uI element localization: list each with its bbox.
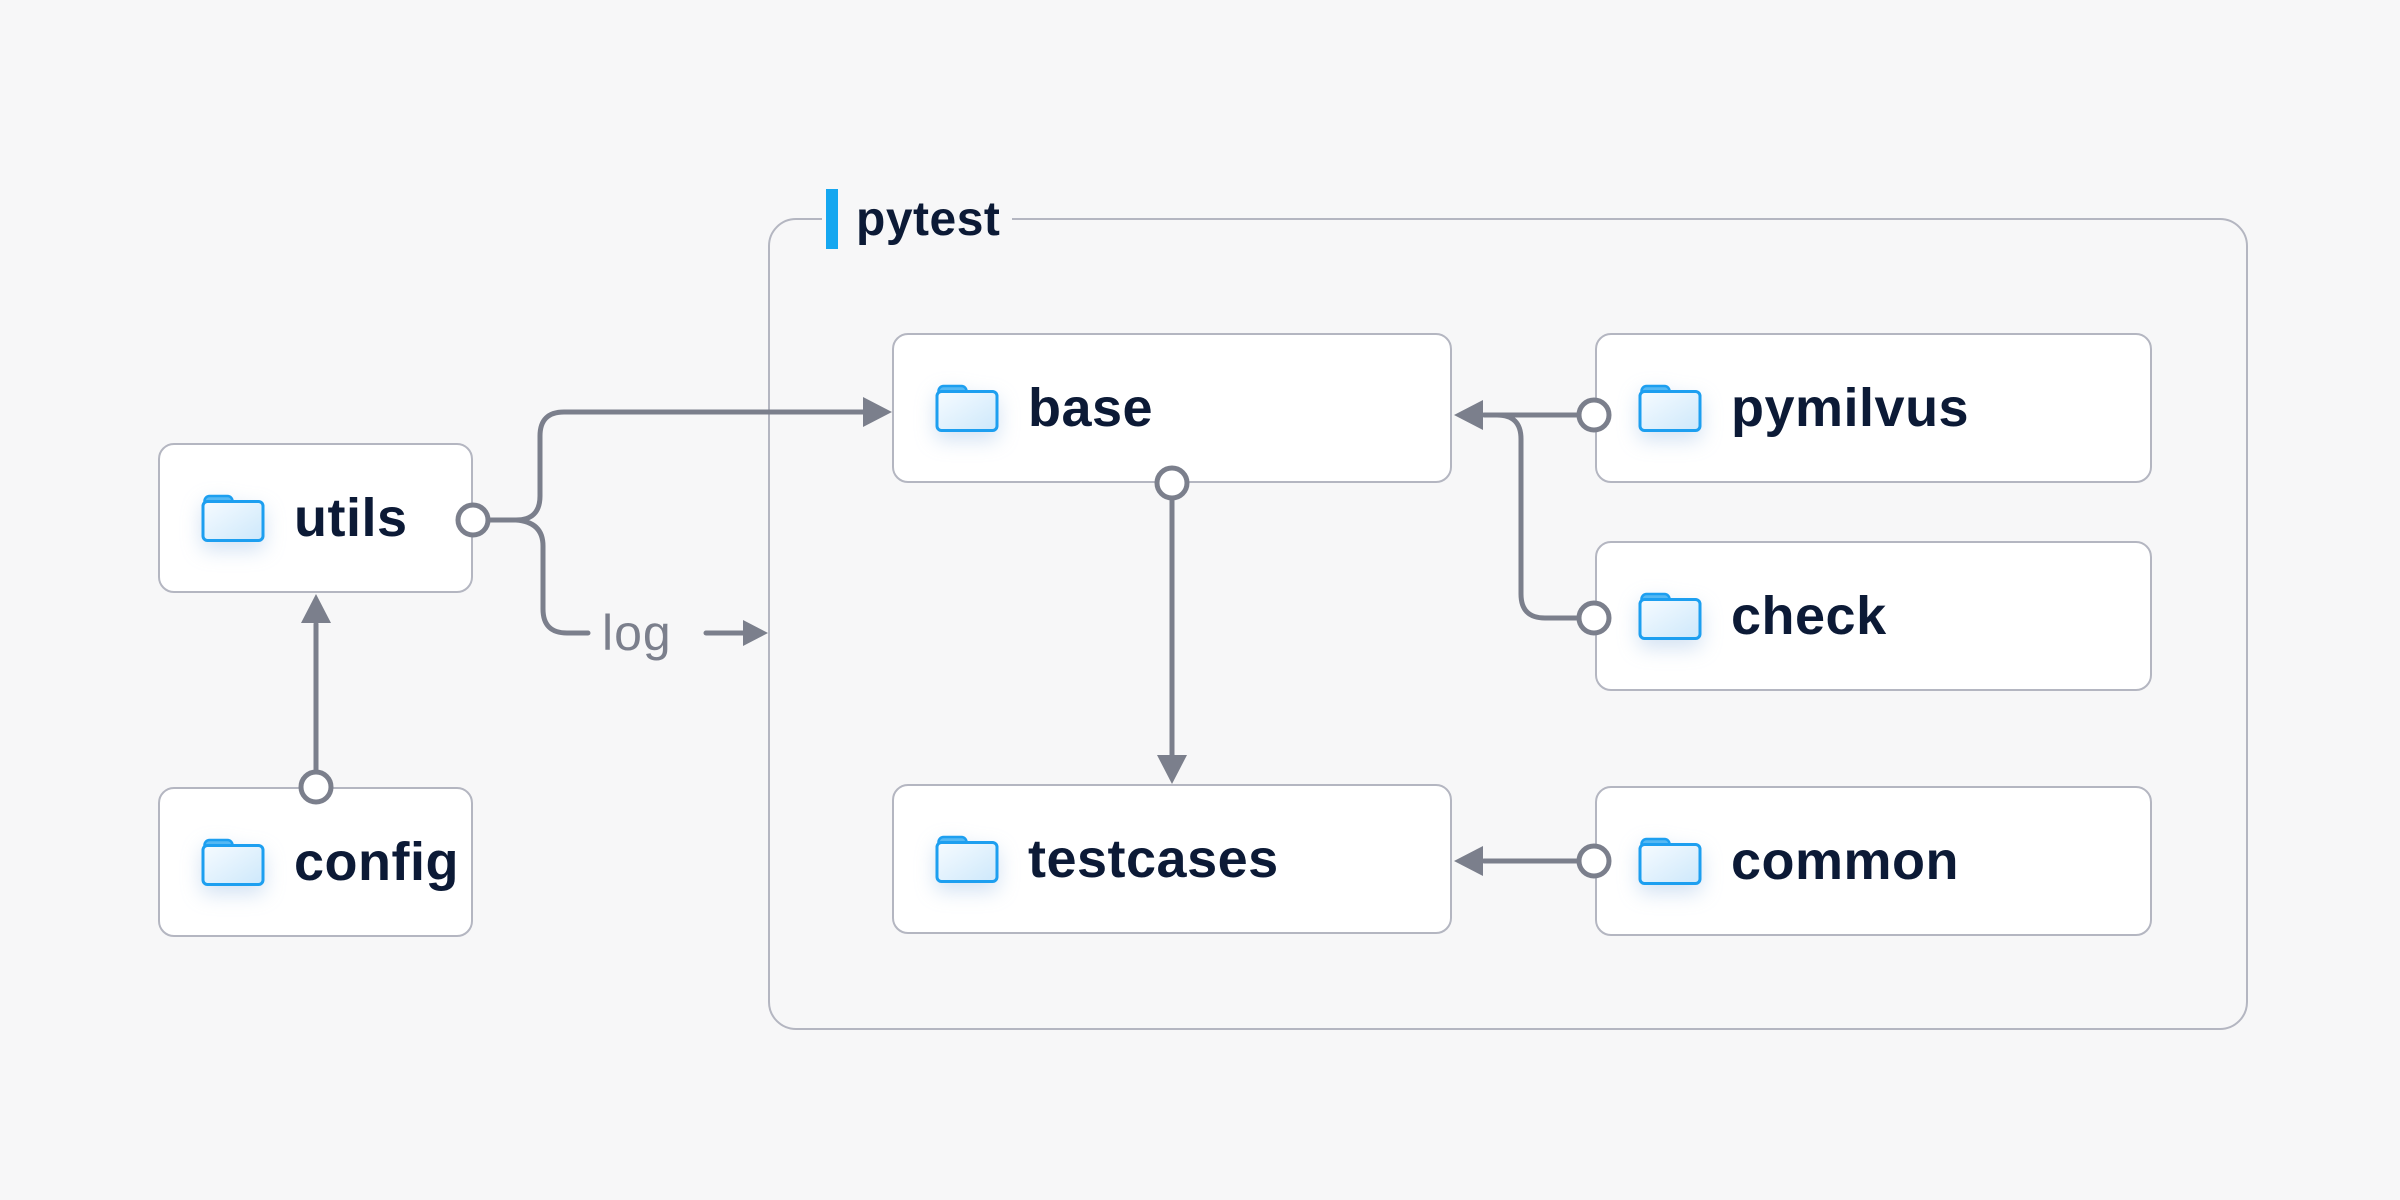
edge-label-log: log [602,605,672,661]
folder-icon [1638,384,1702,432]
node-label: pymilvus [1731,378,1970,438]
node-config: config [158,787,473,937]
node-pymilvus: pymilvus [1595,333,2152,483]
edge-utils-to-log [513,517,591,636]
node-label: base [1028,378,1154,438]
node-label: check [1731,586,1887,646]
node-label: utils [294,488,408,548]
folder-icon [1638,837,1702,885]
node-common: common [1595,786,2152,936]
node-base: base [892,333,1452,483]
node-label: common [1731,831,1960,891]
node-utils: utils [158,443,473,593]
group-pytest-label: pytest [822,185,1013,253]
folder-icon [201,838,265,886]
folder-icon [935,835,999,883]
folder-icon [1638,592,1702,640]
arrowhead-right-log [743,620,768,646]
folder-icon [935,384,999,432]
accent-bar [826,189,838,249]
group-pytest: pytest [768,185,2248,1030]
arrowhead-up-utils [301,594,331,623]
node-label: testcases [1028,829,1279,889]
folder-icon [201,494,265,542]
node-testcases: testcases [892,784,1452,934]
node-check: check [1595,541,2152,691]
node-label: config [294,832,459,892]
group-title: pytest [856,192,1001,246]
